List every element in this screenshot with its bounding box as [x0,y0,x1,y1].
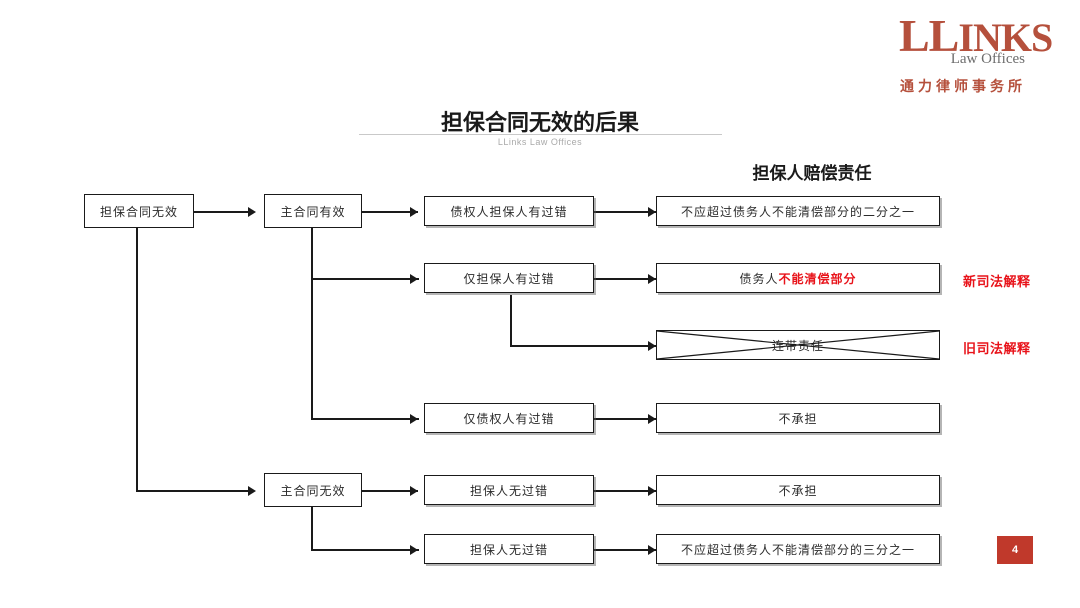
arrow-creditorfault-to-none [648,414,656,424]
arrow-nofault2-to-third [648,545,656,555]
connector-guarantorfault-to-debtor [594,278,656,280]
result-debtor-highlight: 不能清偿部分 [778,271,857,286]
annotation-new-interpretation: 新司法解释 [963,275,1031,290]
logo-wordmark: LLINKS [893,13,1053,59]
page-subtitle: LLinks Law Offices [497,137,583,147]
arrow-mainvalid-to-faultboth [410,207,418,217]
connector-down-to-joint [510,345,656,347]
logo-wordmark-ll: LL [899,10,959,61]
node-main-contract-valid[interactable]: 主合同有效 [264,194,362,228]
arrow-nofault1-to-none2 [648,486,656,496]
arrow-maininvalid-to-nofault1 [410,486,418,496]
logo-tagline: Law Offices [950,51,1025,67]
connector-maininvalid-down [311,507,313,551]
page-number-badge: 4 [997,536,1033,564]
arrow-faultboth-to-half [648,207,656,217]
results-column-header: 担保人赔偿责任 [752,164,872,184]
node-guarantor-no-fault-2[interactable]: 担保人无过错 [424,534,594,564]
node-result-debtor-unpaid-portion[interactable]: 债务人不能清偿部分 [656,263,940,293]
node-main-contract-invalid[interactable]: 主合同无效 [264,473,362,507]
connector-root-down [136,228,138,492]
connector-creditorfault-to-none [594,418,656,420]
arrow-root-to-main-invalid [248,486,256,496]
node-guarantor-no-fault-1[interactable]: 担保人无过错 [424,475,594,505]
node-result-no-liability-1[interactable]: 不承担 [656,403,940,433]
result-debtor-prefix: 债务人 [739,271,779,286]
node-fault-creditor-only[interactable]: 仅债权人有过错 [424,403,594,433]
arrow-down-to-joint [648,341,656,351]
arrow-root-to-main-valid [248,207,256,217]
node-result-no-liability-2[interactable]: 不承担 [656,475,940,505]
connector-root-to-main-valid [194,211,248,213]
connector-nofault1-to-none2 [594,490,656,492]
annotation-old-interpretation: 旧司法解释 [963,342,1031,357]
connector-trunk-to-guarantor-fault [311,278,419,280]
logo-chinese-name: 通力律师事务所 [900,79,1026,95]
node-result-one-third[interactable]: 不应超过债务人不能清偿部分的三分之一 [656,534,940,564]
logo-wordmark-inks: INKS [958,15,1053,60]
llinks-logo: LLINKS Law Offices 通力律师事务所 [893,13,1053,96]
connector-maininvalid-to-nofault1 [362,490,418,492]
node-root-guarantee-contract-invalid[interactable]: 担保合同无效 [84,194,194,228]
node-fault-guarantor-only[interactable]: 仅担保人有过错 [424,263,594,293]
connector-trunk-to-creditor-fault [311,418,419,420]
strikethrough-cross-icon [656,330,940,360]
node-result-one-half[interactable]: 不应超过债务人不能清偿部分的二分之一 [656,196,940,226]
arrow-down-to-nofault2 [410,545,418,555]
connector-root-to-main-invalid [136,490,248,492]
node-fault-creditor-and-guarantor[interactable]: 债权人担保人有过错 [424,196,594,226]
connector-nofault2-to-third [594,549,656,551]
arrow-trunk-to-guarantor-fault [410,274,418,284]
connector-mainvalid-trunk [311,228,313,420]
connector-guarantorfault-down [510,295,512,347]
page-title: 担保合同无效的后果 [440,111,639,136]
arrow-trunk-to-creditor-fault [410,414,418,424]
connector-faultboth-to-half [594,211,656,213]
arrow-guarantorfault-to-debtor [648,274,656,284]
connector-mainvalid-to-faultboth [362,211,418,213]
title-divider [359,134,722,135]
connector-down-to-nofault2 [311,549,419,551]
